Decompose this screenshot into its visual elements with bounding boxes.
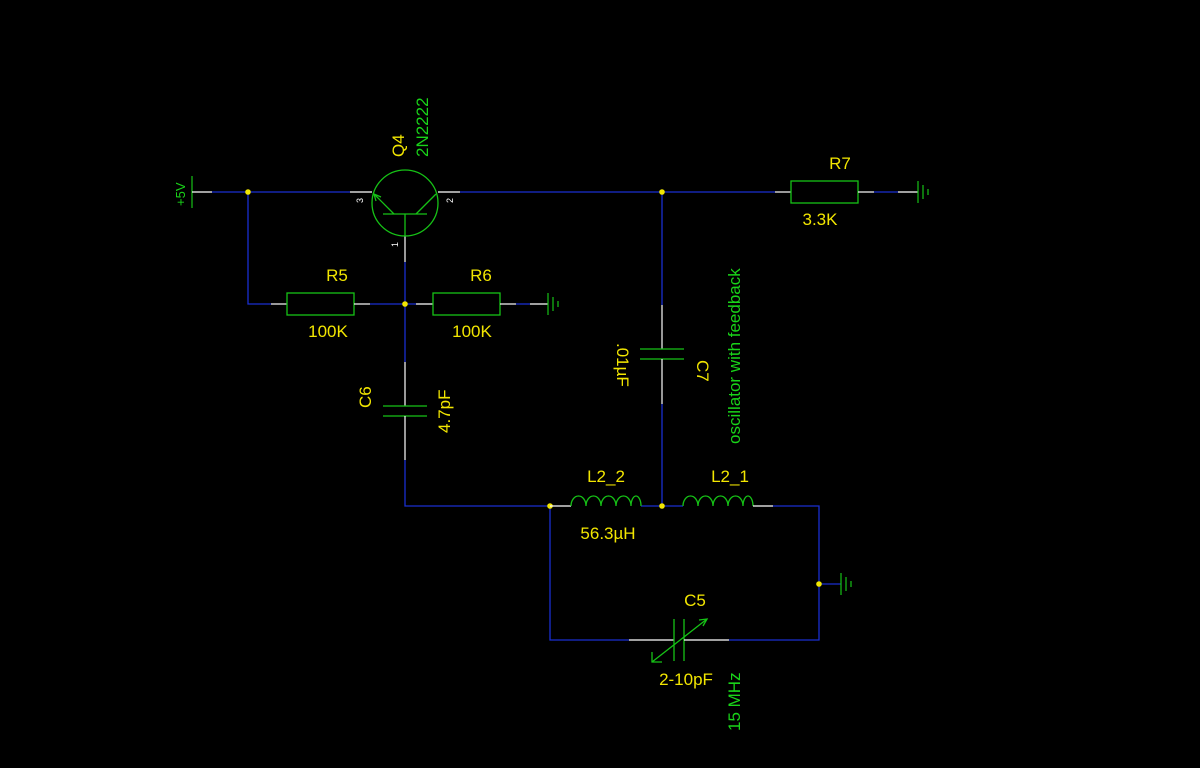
frequency-note: 15 MHz [725,672,744,731]
q4-collector-leg [415,193,437,215]
c5-value-label: 2-10pF [659,670,713,689]
q4-emitter-arrow [372,192,382,202]
c5-adjust-arrow [651,618,708,663]
resistor-r5[interactable]: R5 100K [271,266,370,341]
resistor-r7[interactable]: R7 3.3K [775,154,918,229]
capacitor-c6[interactable]: C6 4.7pF [356,362,454,460]
ground-symbol [917,181,929,203]
junctions [245,189,822,587]
wire-supply-to-r5 [247,192,271,305]
c5-ref-label: C5 [684,591,706,610]
c6-value-label: 4.7pF [435,390,454,433]
ground-symbol [840,573,852,595]
r6-value-label: 100K [452,322,492,341]
inductor-l2-2[interactable]: L2_2 56.3µH [550,467,642,543]
c7-value-label: .01µF [613,343,632,387]
r5-ref-label: R5 [326,266,348,285]
c5-adjust-base [651,652,662,663]
wire-tank-left [549,506,629,641]
q4-part-label: 2N2222 [413,97,432,157]
r7-ref-label: R7 [829,154,851,173]
r7-value-label: 3.3K [803,210,839,229]
variable-capacitor-c5[interactable]: C5 2-10pF [629,591,729,689]
q4-ref-label: Q4 [389,134,408,157]
resistor-r6[interactable]: R6 100K [416,266,548,341]
junction-dot [659,503,665,509]
l2-2-coil [570,495,642,507]
junction-dot [402,301,408,307]
junction-dot [659,189,665,195]
r5-value-label: 100K [308,322,348,341]
r6-ref-label: R6 [470,266,492,285]
q4-pin-emitter: 3 [355,198,365,203]
r7-body [790,180,859,204]
wire-c6-to-tank [404,460,550,507]
feedback-note: oscillator with feedback [725,268,744,444]
l2-1-coil [682,495,754,507]
capacitor-c7[interactable]: .01µF C7 [613,305,712,404]
wires [212,191,841,641]
supply-label: +5V [173,182,188,206]
q4-emitter-leg [373,193,395,215]
c7-ref-label: C7 [693,360,712,382]
r6-body [432,292,501,316]
q4-pin-collector: 2 [445,198,455,203]
c6-ref-label: C6 [356,386,375,408]
inductor-l2-1[interactable]: L2_1 [682,467,773,507]
supply-5v[interactable]: +5V [173,176,212,208]
ground-symbol [547,293,559,315]
l2-2-value-label: 56.3µH [580,524,635,543]
transistor-q4[interactable]: 3 2 1 Q4 2N2222 [350,97,460,262]
wire-tank-right [729,505,820,641]
junction-dot [816,581,822,587]
c5-adjust-arrowhead [698,618,709,627]
l2-2-ref-label: L2_2 [587,467,625,486]
junction-dot [245,189,251,195]
q4-pin-base: 1 [390,242,400,247]
r5-body [286,292,355,316]
l2-1-ref-label: L2_1 [711,467,749,486]
